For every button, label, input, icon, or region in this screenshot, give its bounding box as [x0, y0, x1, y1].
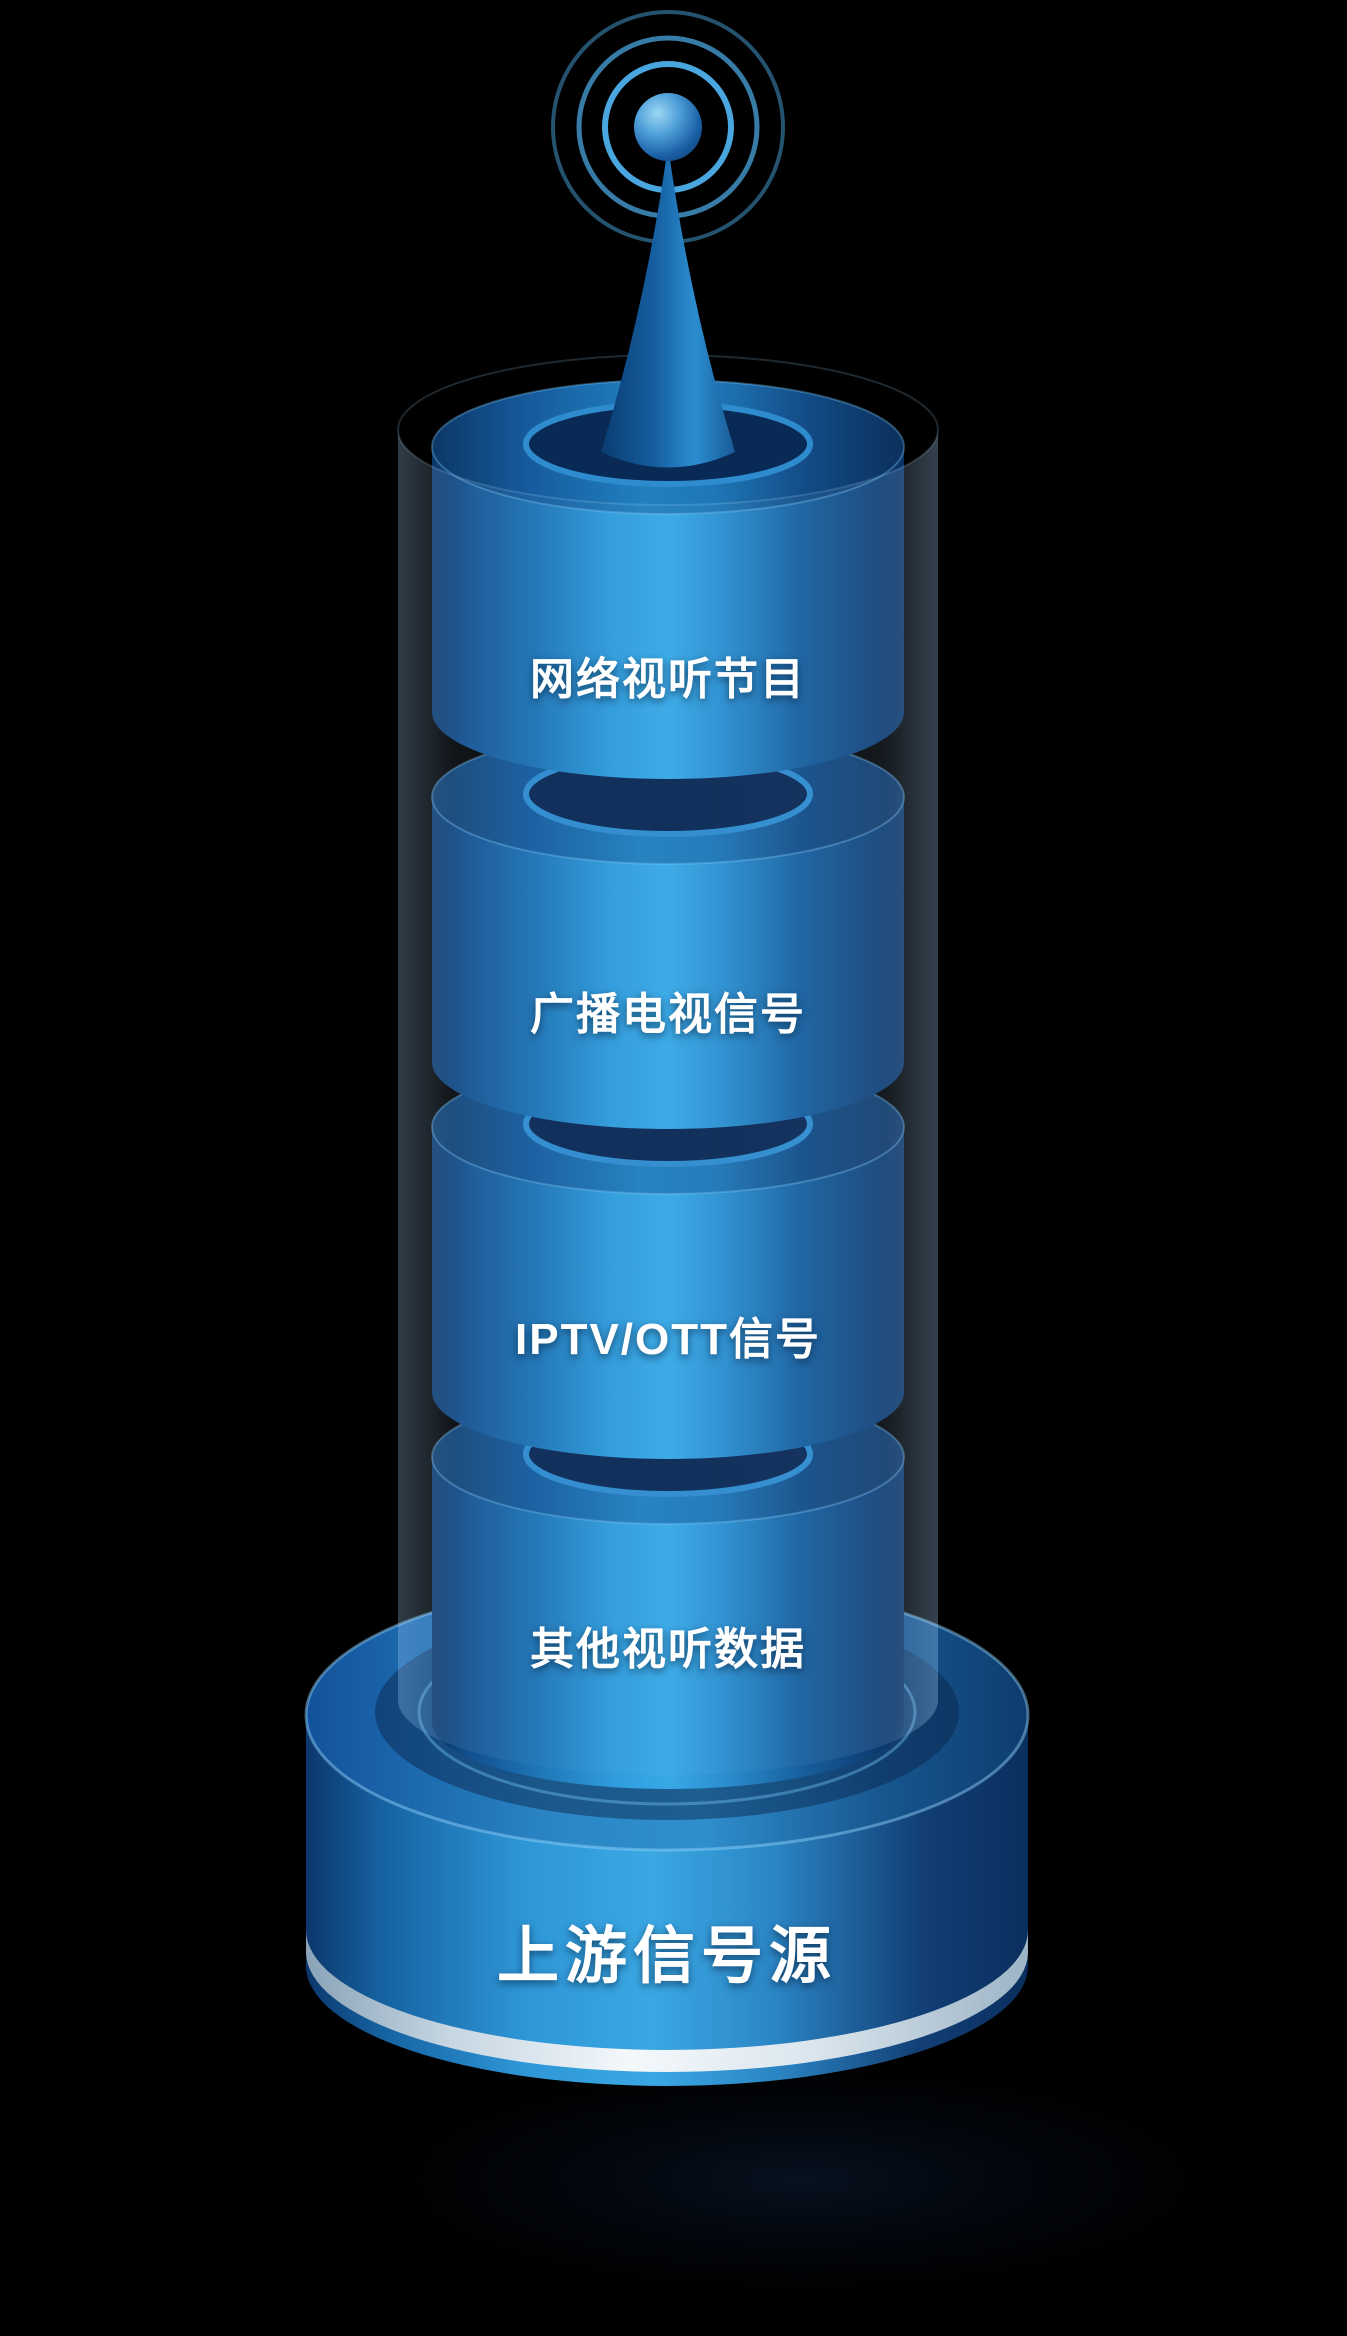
antenna-cone: [601, 145, 735, 468]
antenna-ball: [634, 93, 702, 161]
segment-label-iptv-ott-signal: IPTV/OTT信号: [515, 1315, 821, 1364]
base-stripe: [306, 1930, 1028, 2072]
glass-tube: [397, 354, 939, 1775]
glass-tube-body: [398, 430, 938, 1775]
floor-shadow: [320, 2050, 1280, 2310]
base-label-upstream-signal-source: 上游信号源: [496, 1922, 838, 1991]
segment-label-network-av-programs: 网络视听节目: [530, 655, 806, 704]
broadcast-antenna-icon: [551, 10, 785, 468]
segment-label-broadcast-tv-signal: 广播电视信号: [530, 990, 806, 1039]
segment-label-other-av-data: 其他视听数据: [530, 1625, 806, 1674]
